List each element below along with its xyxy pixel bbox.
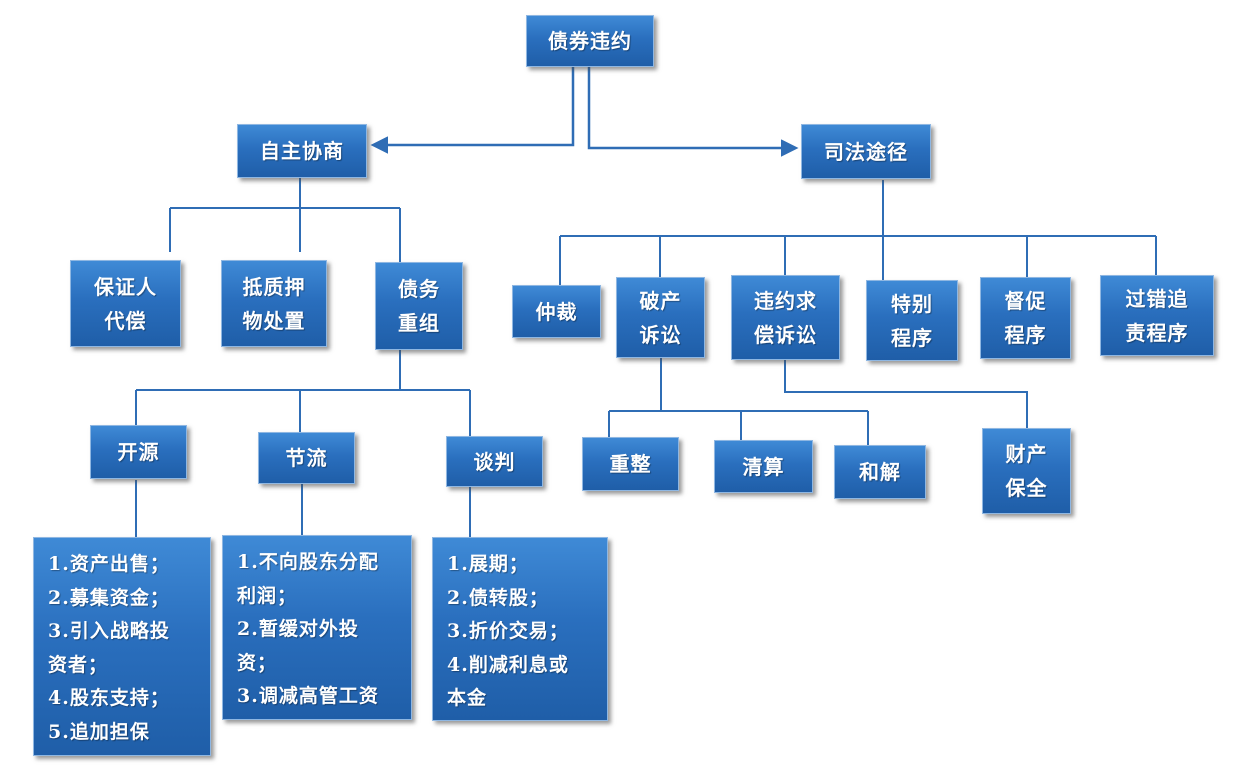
settlement-node[interactable]: 和解 — [834, 445, 926, 499]
open-source-label: 开源 — [117, 440, 160, 464]
reorganization-label: 重整 — [609, 452, 652, 476]
bankruptcy-litigation-node[interactable]: 破产 诉讼 — [616, 277, 705, 358]
fault-line-1: 过错追 — [1125, 286, 1189, 311]
bankruptcy-line-2: 诉讼 — [639, 322, 682, 347]
judicial-label: 司法途径 — [824, 139, 908, 164]
arbitration-label: 仲裁 — [535, 299, 578, 324]
open-source-item: 3.引入战略投 — [48, 620, 170, 642]
special-procedure-node[interactable]: 特别 程序 — [866, 280, 958, 361]
open-source-item: 1.资产出售； — [48, 553, 170, 575]
guarantor-line-2: 代偿 — [104, 308, 147, 333]
negotiate-item: 3.折价交易； — [447, 620, 569, 642]
breach-litigation-node[interactable]: 违约求 偿诉讼 — [731, 275, 840, 360]
cost-cut-item: 资； — [237, 651, 278, 674]
bankruptcy-line-1: 破产 — [639, 288, 682, 313]
fault-liability-node[interactable]: 过错追 责程序 — [1100, 275, 1214, 356]
arbitration-node[interactable]: 仲裁 — [512, 285, 601, 338]
preservation-line-1: 财产 — [1005, 442, 1048, 466]
settlement-label: 和解 — [859, 460, 901, 484]
breach-line-2: 偿诉讼 — [754, 322, 817, 347]
root-node[interactable]: 债券违约 — [526, 15, 654, 67]
cost-cut-label: 节流 — [285, 446, 328, 470]
debt-restructure-node[interactable]: 债务 重组 — [375, 262, 463, 350]
open-source-item: 5.追加担保 — [48, 720, 150, 743]
negotiation-node[interactable]: 自主协商 — [237, 124, 367, 178]
guarantor-compensation-node[interactable]: 保证人 代偿 — [70, 260, 181, 347]
arrow-to-negotiation — [370, 66, 575, 154]
supervise-line-1: 督促 — [1004, 289, 1047, 313]
open-source-item: 2.募集资金； — [48, 586, 170, 609]
open-source-item: 4.股东支持； — [48, 687, 170, 709]
liquidation-label: 清算 — [742, 454, 785, 479]
liquidation-node[interactable]: 清算 — [714, 440, 813, 493]
cost-cut-item: 利润； — [237, 584, 298, 607]
negotiation-label: 自主协商 — [260, 139, 344, 163]
supervision-procedure-node[interactable]: 督促 程序 — [980, 277, 1071, 359]
restructure-line-1: 债务 — [398, 277, 440, 301]
guarantor-line-1: 保证人 — [94, 274, 157, 299]
root-label: 债券违约 — [548, 29, 632, 53]
cost-cut-item: 2.暂缓对外投 — [237, 618, 359, 640]
open-source-node[interactable]: 开源 — [90, 425, 187, 479]
special-line-2: 程序 — [891, 325, 933, 350]
collateral-line-1: 抵质押 — [242, 274, 306, 299]
negotiate-item: 本金 — [447, 687, 488, 709]
reorganization-node[interactable]: 重整 — [582, 437, 679, 491]
open-source-list: 1.资产出售； 2.募集资金； 3.引入战略投 资者； 4.股东支持； 5.追加… — [33, 537, 211, 756]
preservation-line-2: 保全 — [1005, 476, 1048, 500]
cost-cut-item: 3.调减高管工资 — [237, 685, 379, 707]
property-preservation-node[interactable]: 财产 保全 — [982, 428, 1071, 514]
collateral-line-2: 物处置 — [242, 308, 306, 333]
negotiate-node[interactable]: 谈判 — [446, 436, 543, 487]
negotiate-label: 谈判 — [473, 449, 516, 474]
negotiate-item: 1.展期； — [447, 553, 529, 575]
fault-line-2: 责程序 — [1125, 320, 1189, 345]
cost-cut-node[interactable]: 节流 — [258, 432, 355, 484]
collateral-disposal-node[interactable]: 抵质押 物处置 — [221, 260, 327, 347]
arrow-to-judicial — [587, 66, 799, 157]
negotiate-item: 2.债转股； — [447, 586, 549, 609]
negotiate-list: 1.展期； 2.债转股； 3.折价交易； 4.削减利息或 本金 — [432, 537, 608, 721]
cost-cut-item: 1.不向股东分配 — [237, 551, 379, 573]
special-line-1: 特别 — [891, 291, 933, 316]
restructure-line-2: 重组 — [398, 311, 440, 335]
supervise-line-2: 程序 — [1004, 323, 1047, 347]
open-source-item: 资者； — [48, 653, 109, 676]
breach-line-1: 违约求 — [754, 288, 817, 313]
cost-cut-list: 1.不向股东分配 利润； 2.暂缓对外投 资； 3.调减高管工资 — [222, 535, 412, 720]
negotiate-item: 4.削减利息或 — [447, 653, 569, 676]
judicial-node[interactable]: 司法途径 — [801, 124, 931, 179]
